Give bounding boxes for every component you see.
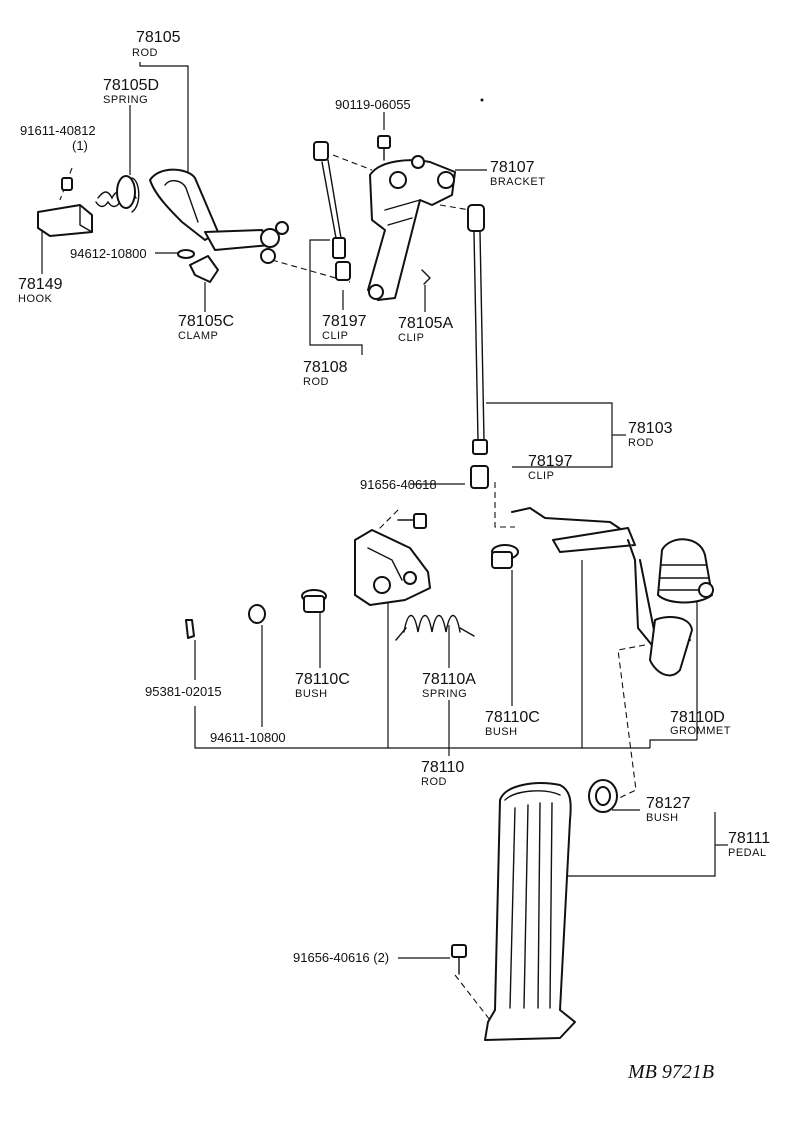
diagram-code: MB 9721B [627, 1061, 714, 1083]
label-78110c-right-num: 78110C [485, 709, 540, 726]
label-78103-num: 78103 [628, 420, 673, 437]
label-78110d-num: 78110D [670, 709, 725, 726]
label-78110c-right-name: BUSH [485, 726, 518, 738]
label-94612-num: 94612-10800 [70, 246, 147, 261]
label-78108-num: 78108 [303, 359, 348, 376]
rod-78103-drawing [467, 204, 489, 489]
clip-78105a-drawing [421, 269, 431, 285]
bolt-90119-drawing [377, 135, 391, 161]
label-78111-num: 78111 [728, 830, 770, 847]
label-78197-mid-name: CLIP [528, 470, 554, 482]
label-78105c-name: CLAMP [178, 330, 218, 342]
label-94611-num: 94611-10800 [210, 730, 286, 745]
label-91656-40616-num: 91656-40616 (2) [293, 950, 389, 965]
label-78105c-num: 78105C [178, 313, 234, 330]
label-78110c-left-num: 78110C [295, 671, 350, 688]
label-78105d-name: SPRING [103, 94, 148, 106]
grommet-78110d-drawing [657, 538, 714, 604]
label-95381-num: 95381-02015 [145, 684, 222, 699]
label-90119-num: 90119-06055 [335, 97, 411, 112]
label-78127-num: 78127 [646, 795, 691, 812]
label-78149-name: HOOK [18, 293, 53, 305]
label-78111-name: PEDAL [728, 847, 767, 859]
label-91656-40618-num: 91656-40618 [360, 477, 437, 492]
label-78110c-left-name: BUSH [295, 688, 328, 700]
label-78197-top-name: CLIP [322, 330, 348, 342]
washer-94612-drawing [177, 249, 195, 259]
label-78110-num: 78110 [421, 759, 464, 776]
label-78110a-num: 78110A [422, 671, 476, 688]
label-78127-name: BUSH [646, 812, 679, 824]
label-78197-top-num: 78197 [322, 313, 367, 330]
bolt-91656-40618-drawing [397, 513, 427, 529]
rod-78105-drawing [149, 168, 289, 264]
spring-78110a-drawing [395, 614, 475, 641]
label-91611-num: 91611-40812 [20, 123, 96, 138]
label-78105-name: ROD [132, 47, 158, 59]
bush-78110c-right-drawing [491, 544, 519, 569]
label-78105d-num: 78105D [103, 77, 159, 94]
label-78105a-num: 78105A [398, 315, 453, 332]
bracket-78107-drawing [367, 155, 456, 301]
label-78110-name: ROD [421, 776, 447, 788]
pedal-bracket-drawing [354, 529, 431, 606]
label-78108-name: ROD [303, 376, 329, 388]
rod-78108-drawing [313, 141, 351, 281]
label-78107-num: 78107 [490, 159, 535, 176]
label-78197-mid-num: 78197 [528, 453, 573, 470]
label-78110a-name: SPRING [422, 688, 467, 700]
bolt-91656-40616-drawing [451, 944, 467, 975]
part-labels: 78105 ROD 78105D SPRING 91611-40812 (1) … [18, 29, 770, 1083]
label-78105-num: 78105 [136, 29, 181, 46]
part-drawings [37, 98, 714, 1041]
label-91611-qty: (1) [72, 138, 88, 153]
bush-78110c-left-drawing [301, 589, 327, 613]
label-78110d-name: GROMMET [670, 725, 731, 737]
label-78103-name: ROD [628, 437, 654, 449]
pedal-78111-drawing [484, 782, 576, 1041]
clamp-78105c-drawing [189, 255, 219, 283]
label-78105a-name: CLIP [398, 332, 424, 344]
leader-lines [41, 62, 728, 1021]
bush-78127-drawing [588, 779, 618, 813]
label-78107-name: BRACKET [490, 176, 545, 188]
label-78149-num: 78149 [18, 276, 63, 293]
hook-78149-drawing [37, 177, 93, 237]
rod-78110-drawing [511, 507, 693, 677]
spring-78105d-drawing [95, 175, 140, 213]
pin-95381-drawing [185, 619, 195, 639]
washer-94611-drawing [248, 604, 266, 624]
